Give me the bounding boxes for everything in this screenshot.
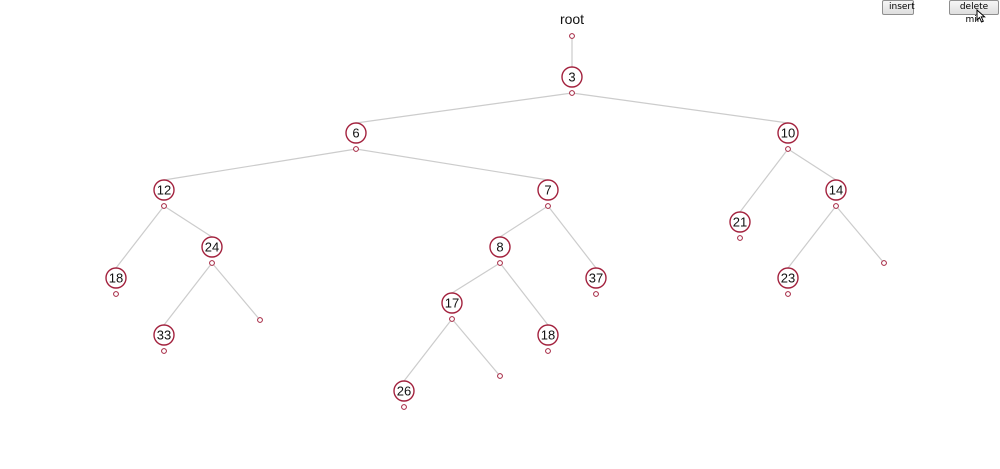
- tree-edge: [739, 148, 789, 213]
- heap-node: 23: [777, 267, 799, 297]
- node-circle: [537, 179, 559, 201]
- mouse-cursor-icon: [976, 9, 986, 23]
- tree-edge: [355, 148, 549, 181]
- heap-node: 14: [825, 179, 847, 209]
- tree-edge: [499, 205, 549, 238]
- heap-node: 24: [201, 236, 223, 266]
- tree-edge: [163, 262, 213, 326]
- node-value: 6: [352, 126, 359, 141]
- node-circle: [561, 66, 583, 88]
- tree-edge: [499, 262, 549, 326]
- root-label: root: [560, 11, 584, 27]
- node-anchor: [593, 291, 599, 297]
- node-value: 18: [109, 271, 123, 286]
- null-child-marker: [497, 373, 503, 379]
- heap-node: 3: [561, 66, 583, 96]
- tree-edge: [163, 148, 357, 181]
- tree-edge: [787, 148, 837, 181]
- tree-edge: [451, 262, 501, 294]
- heap-node: 7: [537, 179, 559, 209]
- node-value: 18: [541, 328, 555, 343]
- tree-edge: [211, 262, 261, 321]
- tree-edge: [451, 318, 501, 377]
- node-value: 8: [496, 240, 503, 255]
- heap-node: 37: [585, 267, 607, 297]
- node-anchor: [545, 348, 551, 354]
- node-anchor: [401, 404, 407, 410]
- node-value: 10: [781, 126, 795, 141]
- node-value: 33: [157, 328, 171, 343]
- null-child-marker: [257, 317, 263, 323]
- node-anchor: [353, 146, 359, 152]
- heap-node: 10: [777, 122, 799, 152]
- heap-node: 18: [105, 267, 127, 297]
- nodes-layer: root 3 6 10 12 7 21 14 18 24 8 37 23 33 17 18 26: [105, 11, 887, 410]
- node-anchor: [497, 260, 503, 266]
- heap-node: 6: [345, 122, 367, 152]
- node-circle: [537, 324, 559, 346]
- node-value: 17: [445, 296, 459, 311]
- node-circle: [489, 236, 511, 258]
- tree-edge: [163, 205, 213, 238]
- node-circle: [105, 267, 127, 289]
- edges-layer: [115, 36, 885, 382]
- node-anchor: [737, 235, 743, 241]
- node-value: 23: [781, 271, 795, 286]
- heap-node: 17: [441, 292, 463, 322]
- node-circle: [441, 292, 463, 314]
- node-circle: [345, 122, 367, 144]
- tree-edge: [403, 318, 453, 382]
- heap-node: 26: [393, 380, 415, 410]
- node-value: 7: [544, 183, 551, 198]
- node-anchor: [785, 146, 791, 152]
- heap-node: 21: [729, 211, 751, 241]
- node-circle: [201, 236, 223, 258]
- insert-button[interactable]: insert: [882, 0, 915, 15]
- node-circle: [777, 122, 799, 144]
- node-value: 12: [157, 183, 171, 198]
- node-anchor: [545, 203, 551, 209]
- node-circle: [153, 179, 175, 201]
- node-anchor: [161, 348, 167, 354]
- node-circle: [729, 211, 751, 233]
- node-circle: [825, 179, 847, 201]
- heap-node: 8: [489, 236, 511, 266]
- delete-min-button[interactable]: delete min: [949, 0, 999, 25]
- node-circle: [153, 324, 175, 346]
- node-value: 21: [733, 215, 747, 230]
- tree-edge: [115, 205, 165, 269]
- node-circle: [777, 267, 799, 289]
- tree-edge: [355, 92, 573, 124]
- node-anchor: [113, 291, 119, 297]
- node-anchor: [449, 316, 455, 322]
- node-value: 37: [589, 271, 603, 286]
- node-anchor: [209, 260, 215, 266]
- heap-node: 33: [153, 324, 175, 354]
- node-anchor: [161, 203, 167, 209]
- tree-edge: [787, 205, 837, 269]
- node-circle: [585, 267, 607, 289]
- node-value: 24: [205, 240, 219, 255]
- root-anchor: [569, 33, 575, 39]
- tree-edge: [571, 92, 789, 124]
- node-circle: [393, 380, 415, 402]
- node-anchor: [785, 291, 791, 297]
- node-value: 3: [568, 70, 575, 85]
- null-child-marker: [881, 260, 887, 266]
- node-anchor: [833, 203, 839, 209]
- node-value: 14: [829, 183, 843, 198]
- tree-edge: [547, 205, 597, 269]
- heap-node: 18: [537, 324, 559, 354]
- node-anchor: [569, 90, 575, 96]
- heap-node: 12: [153, 179, 175, 209]
- node-value: 26: [397, 384, 411, 399]
- tree-edge: [835, 205, 885, 264]
